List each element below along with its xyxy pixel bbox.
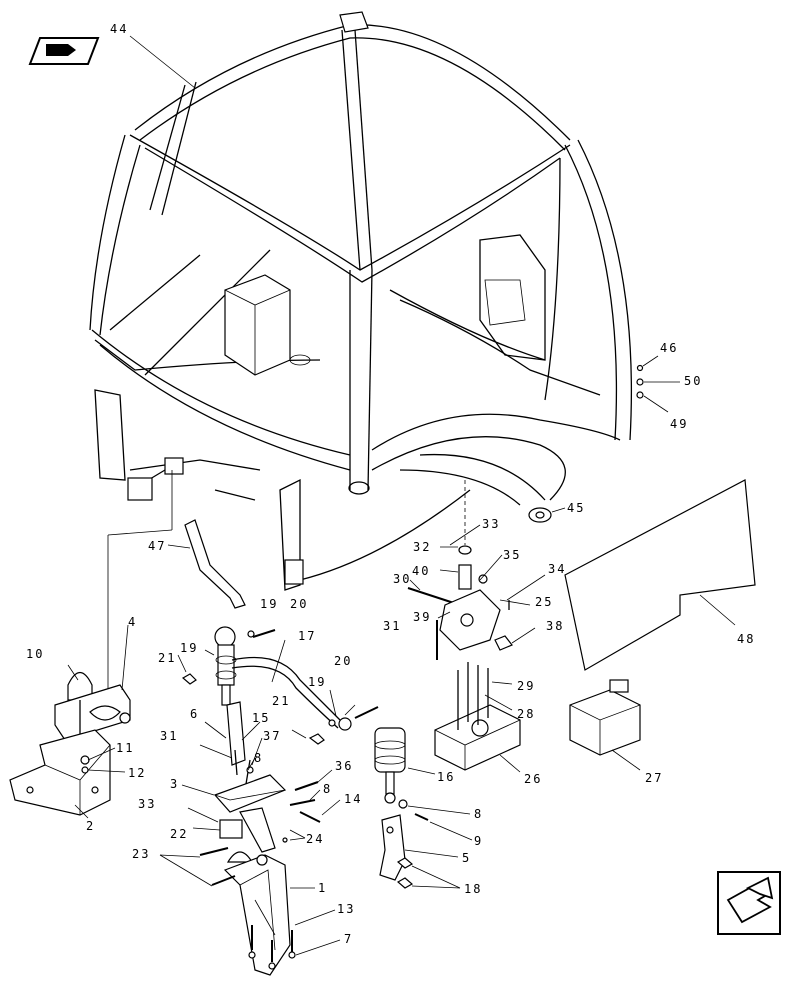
label-7: 7 xyxy=(344,932,353,946)
label-24: 24 xyxy=(306,832,324,846)
label-5: 5 xyxy=(462,851,471,865)
label-11: 11 xyxy=(116,741,134,755)
label-6: 6 xyxy=(190,707,199,721)
label-33-left: 33 xyxy=(138,797,156,811)
label-17: 17 xyxy=(298,629,316,643)
part-17-left-damper xyxy=(177,626,379,745)
label-37: 37 xyxy=(263,729,281,743)
label-31-right: 31 xyxy=(383,619,401,633)
label-9: 9 xyxy=(474,834,483,848)
label-3: 3 xyxy=(170,777,179,791)
label-8-right: 8 xyxy=(474,807,483,821)
label-35: 35 xyxy=(503,548,521,562)
label-47: 47 xyxy=(148,539,166,553)
part-4-10-upper-isolator xyxy=(54,624,131,745)
label-19-top: 19 xyxy=(260,597,278,611)
label-2: 2 xyxy=(86,819,95,833)
label-8-left: 8 xyxy=(254,751,263,765)
bolts-13-7 xyxy=(248,909,341,970)
label-19-left: 19 xyxy=(180,641,198,655)
label-16: 16 xyxy=(437,770,455,784)
label-38: 38 xyxy=(546,619,564,633)
part-2-left-bracket xyxy=(9,729,126,819)
center-lever-mechanism xyxy=(181,701,341,823)
label-27: 27 xyxy=(645,771,663,785)
label-49: 49 xyxy=(670,417,688,431)
label-40: 40 xyxy=(412,564,430,578)
part-1-lower-bracket xyxy=(159,807,315,976)
fastener-group-46-50-49 xyxy=(636,355,680,413)
label-31-left: 31 xyxy=(160,729,178,743)
part-16-right-shock xyxy=(374,727,473,841)
next-page-arrow-icon[interactable] xyxy=(717,871,781,935)
label-39: 39 xyxy=(413,610,431,624)
label-20-mid: 20 xyxy=(334,654,352,668)
cab-frame xyxy=(89,11,632,591)
label-18: 18 xyxy=(464,882,482,896)
label-46: 46 xyxy=(660,341,678,355)
label-50: 50 xyxy=(684,374,702,388)
part-47-bracket xyxy=(167,519,246,609)
label-28: 28 xyxy=(517,707,535,721)
label-8-mid: 8 xyxy=(323,782,332,796)
label-14: 14 xyxy=(344,792,362,806)
label-12: 12 xyxy=(128,766,146,780)
callout-labels: 44 46 50 49 45 33 32 35 40 34 30 25 39 3… xyxy=(26,22,755,946)
label-10: 10 xyxy=(26,647,44,661)
label-15: 15 xyxy=(252,711,270,725)
label-48: 48 xyxy=(737,632,755,646)
label-13: 13 xyxy=(337,902,355,916)
right-mount-assembly xyxy=(407,480,546,660)
label-21-top: 21 xyxy=(158,651,176,665)
label-21-mid: 21 xyxy=(272,694,290,708)
part-26-base-plate xyxy=(434,662,521,773)
label-20-top: 20 xyxy=(290,597,308,611)
part-45-washer xyxy=(528,507,566,523)
label-19-mid: 19 xyxy=(308,675,326,689)
part-48-panel xyxy=(564,479,756,671)
label-29: 29 xyxy=(517,679,535,693)
label-26: 26 xyxy=(524,772,542,786)
label-44: 44 xyxy=(110,22,128,36)
label-32: 32 xyxy=(413,540,431,554)
label-22: 22 xyxy=(170,827,188,841)
label-4: 4 xyxy=(128,615,137,629)
label-34: 34 xyxy=(548,562,566,576)
label-23: 23 xyxy=(132,847,150,861)
label-1: 1 xyxy=(318,881,327,895)
view-direction-icon xyxy=(28,37,100,65)
label-36: 36 xyxy=(335,759,353,773)
label-30: 30 xyxy=(393,572,411,586)
label-25: 25 xyxy=(535,595,553,609)
part-27-mount-block xyxy=(569,679,641,771)
label-33: 33 xyxy=(482,517,500,531)
label-45: 45 xyxy=(567,501,585,515)
part-5-bracket xyxy=(379,814,461,889)
